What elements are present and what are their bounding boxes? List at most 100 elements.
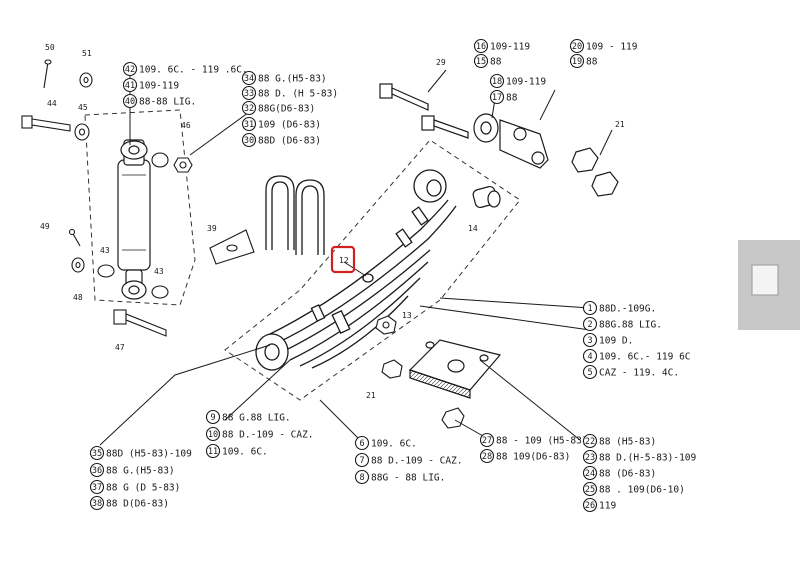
callout-text: 88G.88 LIG. [599,320,662,331]
part-label-46: 46 [181,121,191,130]
callout-number: 9 [210,413,215,423]
callout-circle [122,77,138,93]
callout-text: 88D (H5-83)-109 [106,449,192,460]
callout-circle [582,433,598,449]
callout-circle [89,479,105,495]
callout-circle [473,38,489,54]
callout-circle [569,53,585,69]
callout-7: 7 88 D.-109 - CAZ. [354,452,463,468]
callout-text: 88 D.-109 - CAZ. [222,430,314,441]
callout-number: 31 [244,120,254,130]
part-label-43: 43 [154,267,164,276]
callout-2: 2 88G.88 LIG. [582,316,662,332]
callout-circle [122,93,138,109]
callout-text: 88-88 LIG. [139,97,196,108]
leader-lines [99,65,613,446]
callout-number: 42 [125,65,135,75]
callout-number: 5 [587,368,592,378]
callout-number: 35 [92,449,102,459]
callout-circle [89,445,105,461]
callout-circle [241,132,257,148]
callout-circle [354,452,370,468]
callout-circle [479,432,495,448]
callout-9: 9 88 G.88 LIG. [205,409,291,425]
callout-number: 20 [572,42,582,52]
callout-circle [582,497,598,513]
part-label-45: 45 [78,103,88,112]
callout-circle [582,332,598,348]
callout-text: 88D.-109G. [599,304,656,315]
part-label-47: 47 [115,343,125,352]
callout-text: 109-119 [490,42,530,53]
callout-number: 3 [587,336,592,346]
callout-number: 27 [482,436,492,446]
callout-circle [241,100,257,116]
callout-number: 1 [587,304,592,314]
callout-number: 11 [208,447,218,457]
callout-number: 41 [125,81,135,91]
spring-seat [408,339,502,399]
callout-number: 19 [572,57,582,67]
callout-number: 2 [587,320,592,330]
callout-35: 35 88D (H5-83)-109 [89,445,192,461]
part-label-12: 12 [339,256,349,265]
callout-text: 88 . 109(D6-10) [599,485,685,496]
nuts-lower [375,315,465,429]
scan-artifact [738,240,800,330]
part-label-48: 48 [73,293,83,302]
callout-text: 88 D.-109 - CAZ. [371,456,463,467]
callout-number: 34 [244,74,254,84]
callout-text: 88 G (D 5-83) [106,483,180,494]
callout-number: 30 [244,136,254,146]
callout-text: 88 G.(H5-83) [106,466,175,477]
leaf-spring [255,169,457,371]
callout-8: 8 88G - 88 LIG. [354,469,445,485]
callout-number: 7 [359,456,364,466]
callout-number: 32 [244,104,254,114]
callout-text: 109. 6C. [371,439,417,450]
callout-circle [354,435,370,451]
callout-circle [582,316,598,332]
callout-text: 88 - 109 (H5-83) [496,436,588,447]
callout-circle [582,465,598,481]
callout-27: 27 88 - 109 (H5-83) [479,432,588,448]
callout-number: 10 [208,430,218,440]
callout-number: 22 [585,437,595,447]
part-label-21: 21 [366,391,376,400]
callout-text: 88G - 88 LIG. [371,473,445,484]
callout-number: 40 [125,97,135,107]
callout-number: 4 [587,352,592,362]
callout-circle [89,462,105,478]
callout-text: 88 G.88 LIG. [222,413,291,424]
callout-30: 30 88D (D6-83) [241,132,321,148]
callout-circle [241,85,257,101]
callout-circle [582,481,598,497]
callout-circle [241,70,257,86]
callout-circle [89,495,105,511]
callout-text: 88D (D6-83) [258,136,321,147]
callout-number: 28 [482,452,492,462]
callout-circle [489,89,505,105]
callout-10: 10 88 D.-109 - CAZ. [205,426,314,442]
highlight-box [330,245,356,274]
callout-text: 88 [506,93,518,104]
callout-number: 8 [359,473,364,483]
callout-text: 119 [599,501,616,512]
